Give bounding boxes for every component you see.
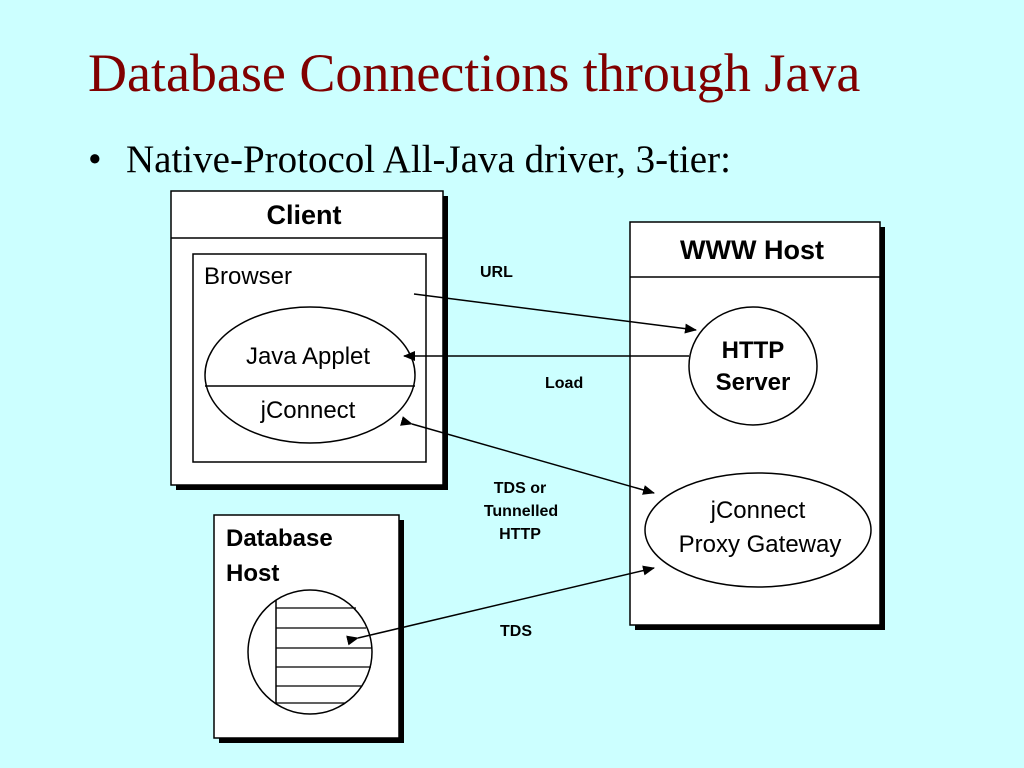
load-label: Load	[545, 375, 583, 392]
tds-tunnel-arrow	[400, 416, 655, 495]
bullet-item: • Native-Protocol All-Java driver, 3-tier…	[88, 140, 731, 179]
http-server-label-line1: HTTP	[722, 337, 785, 364]
www-host-box: WWW Host HTTP Server jConnect Proxy Gate…	[629, 221, 885, 630]
proxy-gateway-label-line1: jConnect	[710, 497, 806, 524]
url-arrow	[413, 293, 697, 334]
database-host-title-line2: Host	[226, 560, 279, 587]
database-icon	[247, 589, 373, 715]
slide-title: Database Connections through Java	[88, 43, 861, 103]
client-box: Client Browser Java Applet jConnect	[170, 190, 448, 490]
applet-ellipse	[204, 306, 416, 444]
http-server-ellipse	[688, 306, 818, 426]
client-title: Client	[266, 200, 341, 230]
database-host-title-line1: Database	[226, 525, 333, 552]
browser-label: Browser	[204, 263, 292, 290]
tds-tunnel-label-line3: HTTP	[499, 526, 541, 543]
jconnect-label: jConnect	[260, 397, 356, 424]
tds-tunnel-label-line1: TDS or	[494, 480, 546, 497]
applet-label: Java Applet	[246, 343, 370, 370]
bullet-text: Native-Protocol All-Java driver, 3-tier:	[126, 138, 731, 181]
tds-label: TDS	[500, 623, 532, 640]
proxy-gateway-ellipse	[644, 472, 872, 588]
database-host-box: Database Host	[213, 514, 404, 743]
bullet-marker: •	[88, 138, 102, 181]
proxy-gateway-label-line2: Proxy Gateway	[679, 531, 842, 558]
url-label: URL	[480, 264, 513, 281]
tds-arrow	[346, 565, 655, 646]
http-server-label-line2: Server	[716, 369, 791, 396]
www-host-title: WWW Host	[680, 235, 824, 265]
tds-tunnel-label-line2: Tunnelled	[484, 503, 558, 520]
